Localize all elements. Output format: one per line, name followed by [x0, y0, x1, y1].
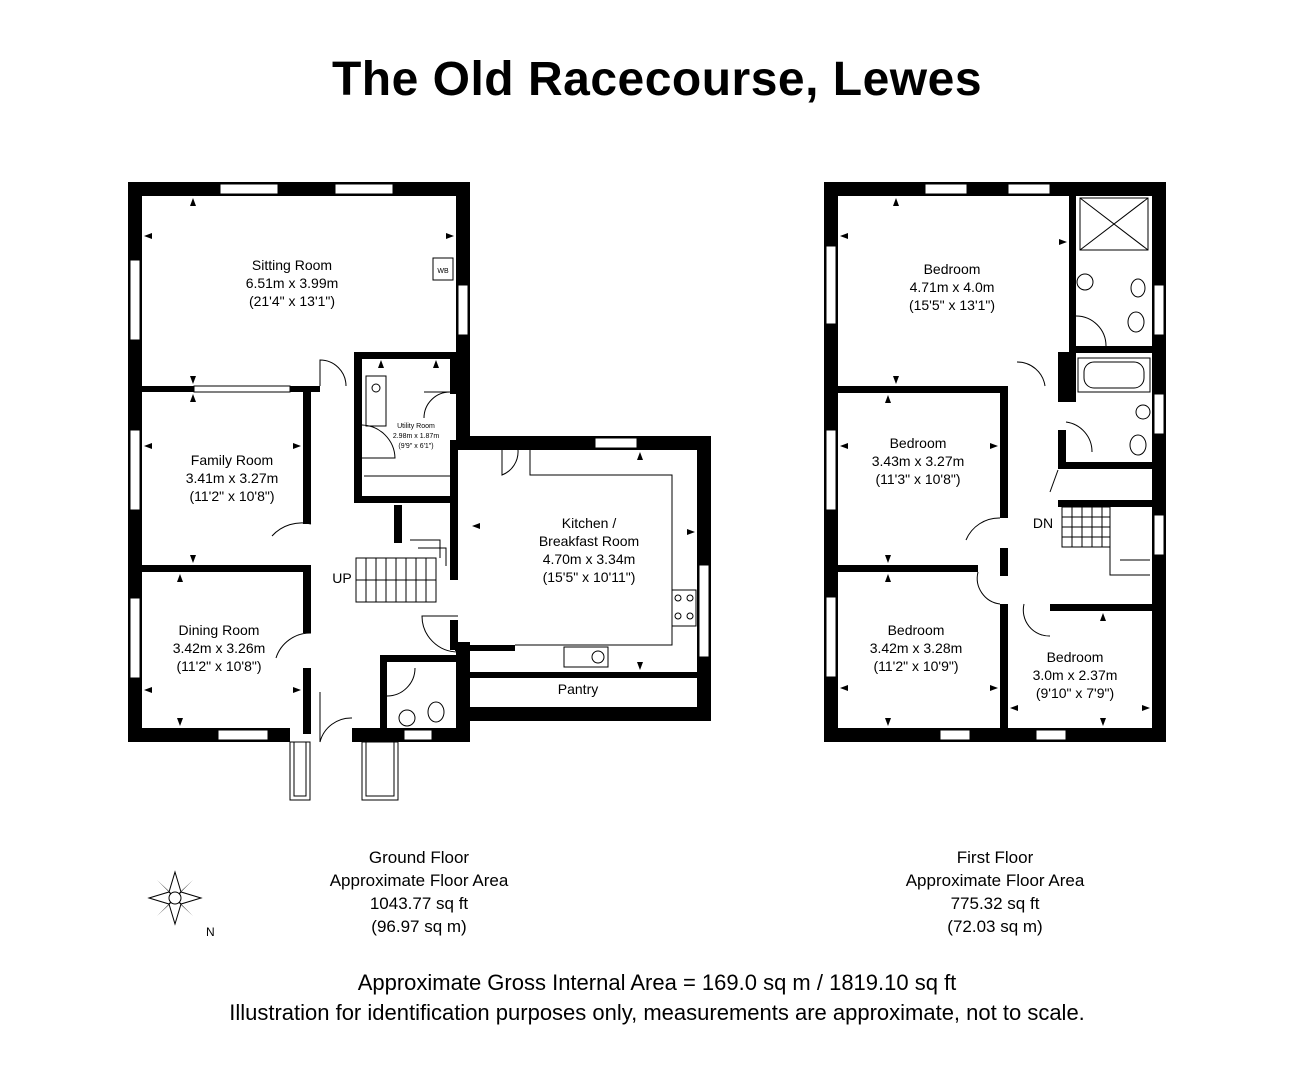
bedroom2-imperial: (11'3" x 10'8"): [875, 471, 960, 487]
pantry-name: Pantry: [558, 681, 598, 697]
compass-north-label: N: [206, 925, 215, 939]
wb-label: WB: [437, 268, 449, 275]
compass-rose-icon: [147, 870, 203, 926]
family-room-metric: 3.41m x 3.27m: [186, 470, 279, 486]
ground-floor-area: Ground Floor Approximate Floor Area 1043…: [299, 846, 539, 938]
sitting-room-imperial: (21'4" x 13'1"): [249, 293, 335, 309]
dining-room-name: Dining Room: [179, 622, 260, 638]
family-room-name: Family Room: [191, 452, 273, 468]
ground-floor-sqm: (96.97 sq m): [371, 917, 467, 936]
first-floor-label: First Floor: [956, 848, 1034, 867]
bedroom1-name: Bedroom: [924, 261, 981, 277]
utility-room-name: Utility Room: [397, 423, 435, 430]
bedroom3-name: Bedroom: [888, 622, 945, 638]
bedroom4-metric: 3.0m x 2.37m: [1033, 667, 1118, 683]
ground-floor-sqft: 1043.77 sq ft: [369, 894, 469, 913]
stairs-up-label: UP: [332, 570, 351, 586]
utility-room-metric: 2.98m x 1.87m: [393, 433, 439, 440]
bedroom3-metric: 3.42m x 3.28m: [870, 640, 963, 656]
stairs-down-label: DN: [1033, 515, 1053, 531]
kitchen-name-line1: Kitchen /: [562, 515, 617, 531]
gross-area-text: Approximate Gross Internal Area = 169.0 …: [357, 970, 957, 995]
kitchen-metric: 4.70m x 3.34m: [543, 551, 636, 567]
kitchen-name-line2: Breakfast Room: [539, 533, 639, 549]
utility-room-imperial: (9'9" x 6'1"): [398, 443, 433, 450]
ground-floor-sublabel: Approximate Floor Area: [329, 871, 509, 890]
bedroom4-imperial: (9'10" x 7'9"): [1036, 685, 1114, 701]
dining-room-imperial: (11'2" x 10'8"): [176, 658, 261, 674]
first-floor-staircase: [1061, 506, 1150, 576]
first-floor-sqm: (72.03 sq m): [947, 917, 1043, 936]
bedroom4-name: Bedroom: [1047, 649, 1104, 665]
ground-staircase: [355, 539, 447, 603]
sitting-room-name: Sitting Room: [252, 257, 332, 273]
disclaimer-text: Illustration for identification purposes…: [229, 1000, 1085, 1025]
page-title: The Old Racecourse, Lewes: [331, 53, 983, 106]
bedroom2-name: Bedroom: [890, 435, 947, 451]
first-floor-sublabel: Approximate Floor Area: [905, 871, 1085, 890]
kitchen-imperial: (15'5" x 10'11"): [543, 569, 636, 585]
dimension-markers: [144, 198, 1150, 726]
bedroom1-imperial: (15'5" x 13'1"): [909, 297, 995, 313]
first-floor-area: First Floor Approximate Floor Area 775.3…: [875, 846, 1115, 938]
bedroom1-metric: 4.71m x 4.0m: [910, 279, 995, 295]
ground-floor-plan: [128, 182, 711, 801]
sitting-room-metric: 6.51m x 3.99m: [246, 275, 339, 291]
bedroom3-imperial: (11'2" x 10'9"): [873, 658, 958, 674]
ground-floor-label: Ground Floor: [368, 848, 470, 867]
bedroom2-metric: 3.43m x 3.27m: [872, 453, 965, 469]
dining-room-metric: 3.42m x 3.26m: [173, 640, 266, 656]
first-floor-plan: [824, 182, 1166, 742]
family-room-imperial: (11'2" x 10'8"): [189, 488, 274, 504]
first-floor-sqft: 775.32 sq ft: [950, 894, 1040, 913]
